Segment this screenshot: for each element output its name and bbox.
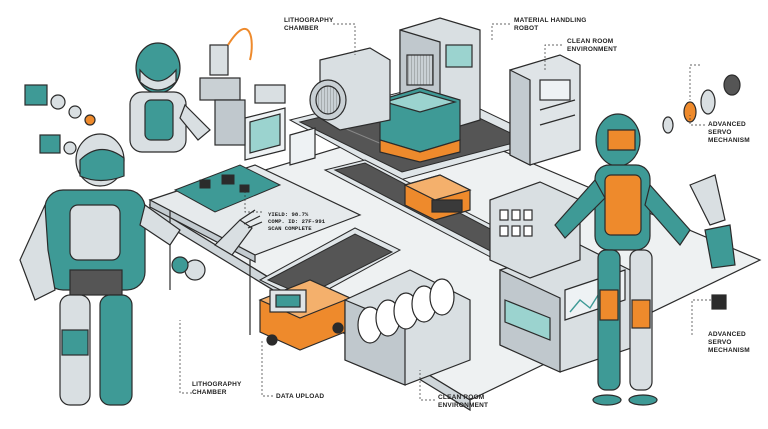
robot-right [554, 113, 691, 406]
monitor [244, 107, 316, 166]
label-material-handling-robot: MATERIAL HANDLING ROBOT [514, 17, 587, 32]
lithography-chamber-drum [309, 47, 391, 131]
servo-shaft-top-right [662, 74, 741, 134]
label-clean-room-top: CLEAN ROOM ENVIRONMENT [567, 38, 618, 53]
clean-room-cabinet [509, 54, 581, 166]
servo-arm-right [689, 174, 736, 310]
parts-tray-cabinet [489, 181, 581, 279]
label-servo-top: ADVANCED SERVO MECHANISM [708, 121, 750, 144]
clean-room-tank [379, 87, 461, 163]
readout-comp-id: COMP. ID: 27F-991 [268, 218, 326, 225]
readout-scan-status: SCAN COMPLETE [268, 225, 312, 232]
circuit-board [173, 164, 282, 213]
microscope [199, 28, 286, 146]
robotic-hand [214, 209, 263, 256]
label-data-upload: DATA UPLOAD [276, 393, 325, 400]
label-lithography-chamber-bottom: LITHOGRAPHY CHAMBER [192, 381, 242, 396]
leader-lines [179, 23, 712, 401]
label-clean-room-bottom: CLEAN ROOM ENVIRONMENT [438, 394, 489, 409]
robot-front-left [19, 133, 181, 406]
scan-readout: YIELD: 98.7% COMP. ID: 27F-991 SCAN COMP… [268, 211, 325, 232]
robot-back-left [129, 42, 211, 153]
orange-agv-front [258, 279, 352, 351]
wafer-rack [344, 269, 471, 386]
label-lithography-chamber-top: LITHOGRAPHY CHAMBER [284, 17, 334, 32]
servo-parts-left [24, 84, 206, 281]
readout-yield: YIELD: 98.7% [268, 211, 309, 218]
label-servo-bottom: ADVANCED SERVO MECHANISM [708, 331, 750, 354]
front-conveyor [258, 227, 402, 303]
orange-agv-middle [403, 174, 472, 221]
